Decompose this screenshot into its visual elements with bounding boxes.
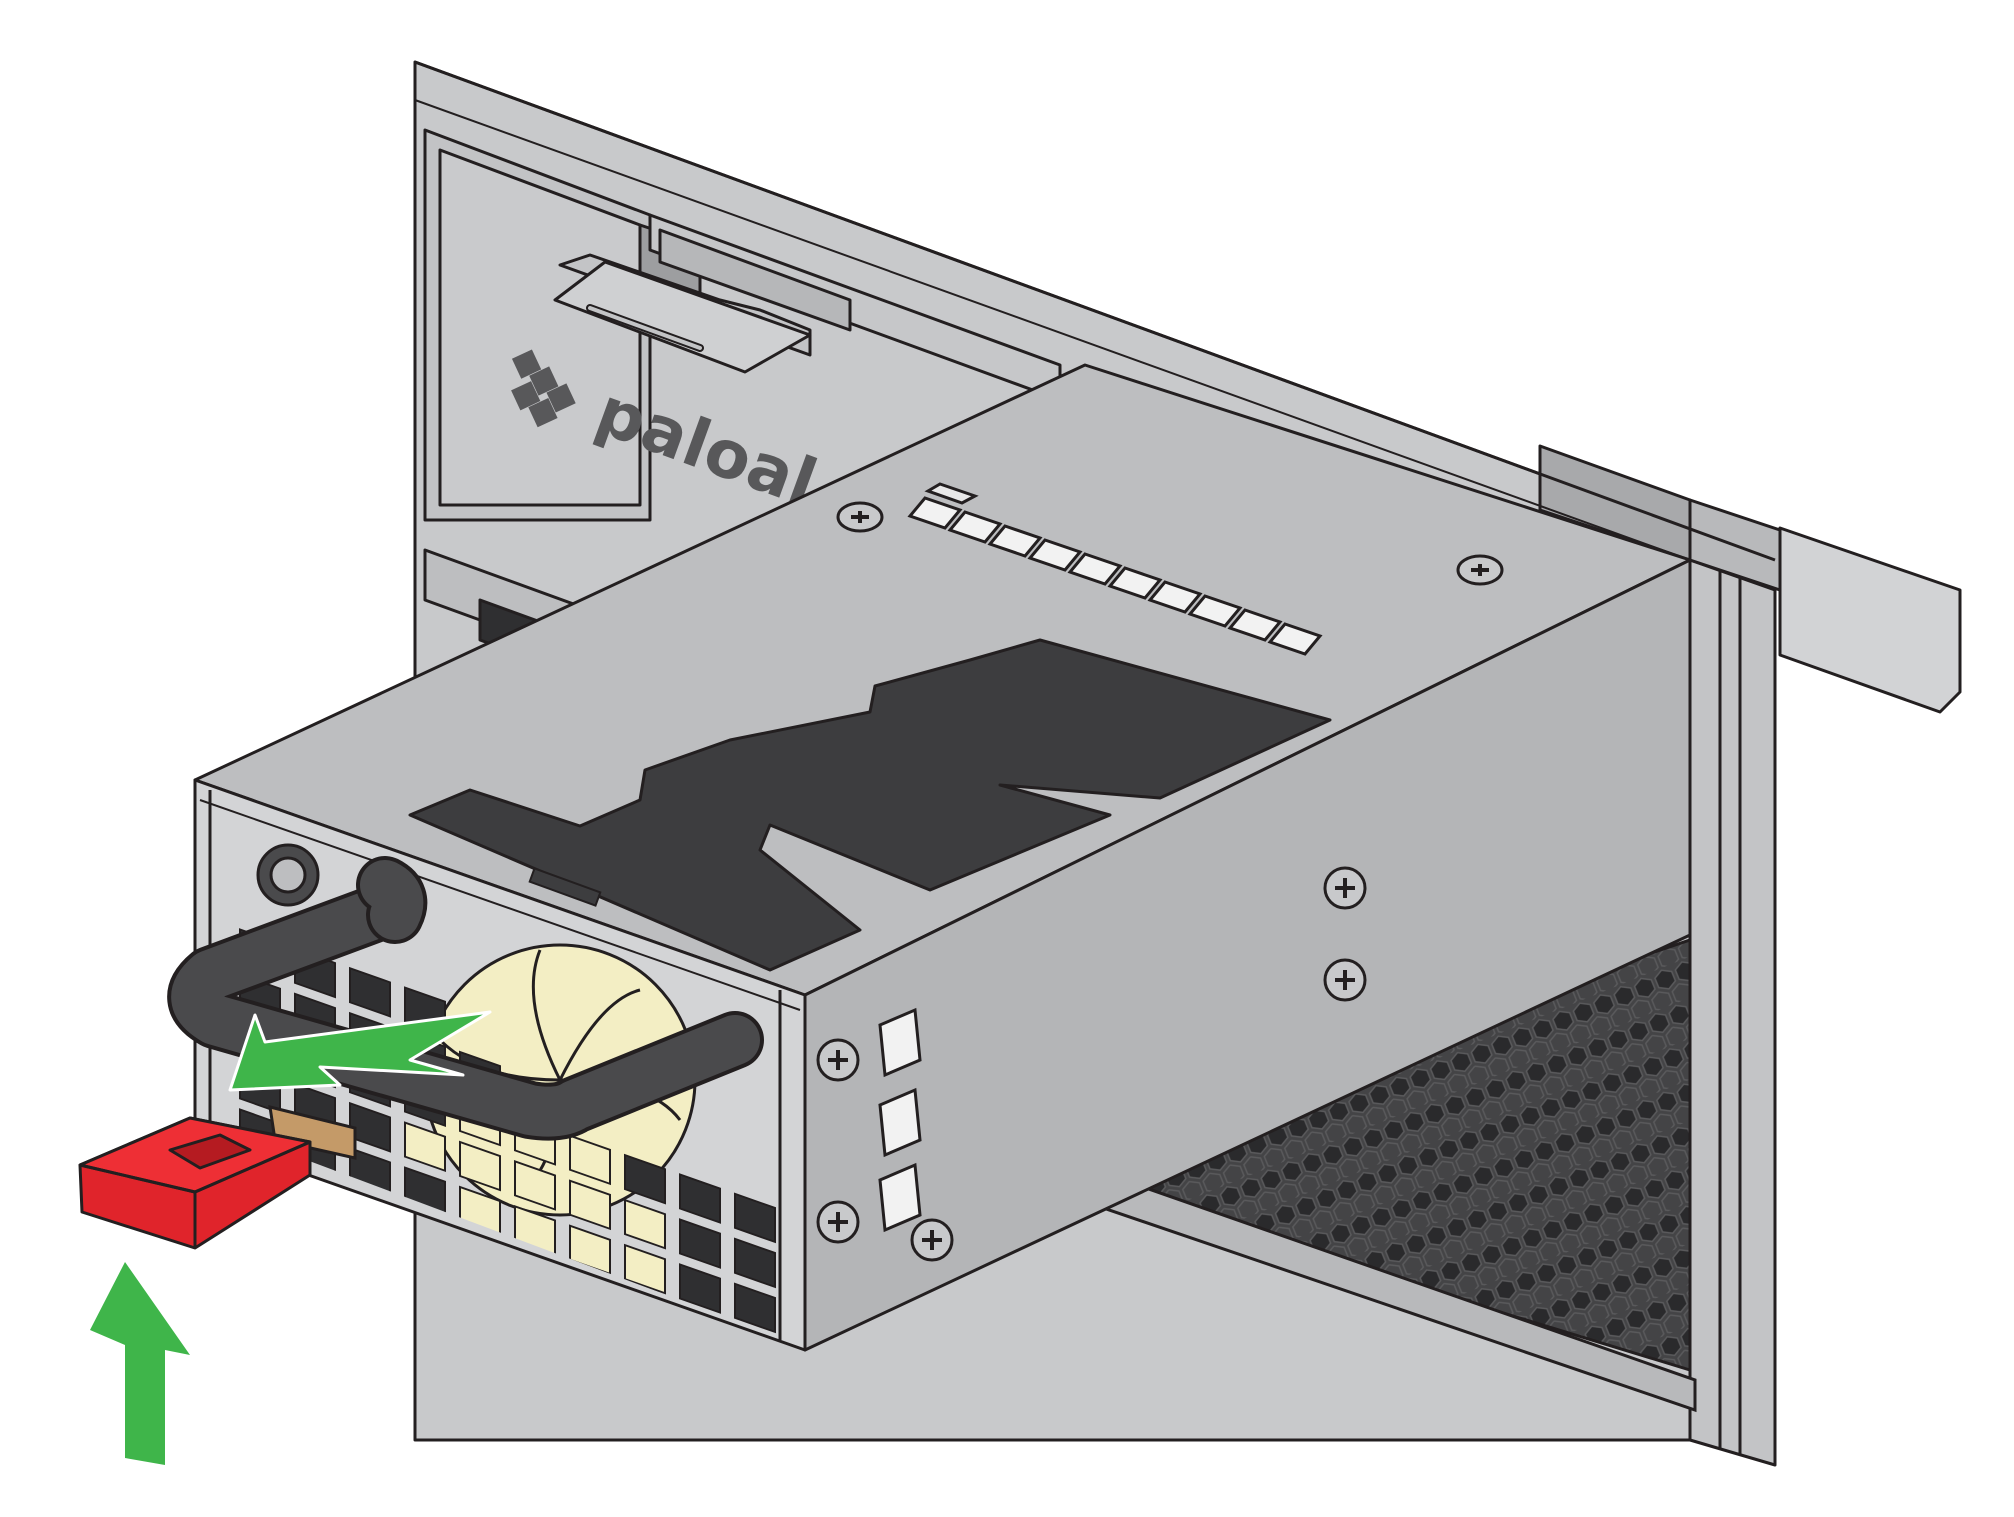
top-cutout — [408, 638, 1332, 972]
remove-direction-arrow-icon — [228, 1010, 492, 1092]
side-clips — [878, 1007, 922, 1233]
top-vents — [907, 482, 1323, 656]
status-led — [256, 843, 320, 907]
release-latch-stem — [268, 1105, 357, 1160]
release-latch[interactable] — [78, 1116, 312, 1250]
press-up-arrow-icon — [90, 1262, 190, 1465]
top-slot — [528, 867, 602, 907]
screw-icon — [816, 501, 1504, 1262]
psu-handle — [167, 856, 764, 1141]
